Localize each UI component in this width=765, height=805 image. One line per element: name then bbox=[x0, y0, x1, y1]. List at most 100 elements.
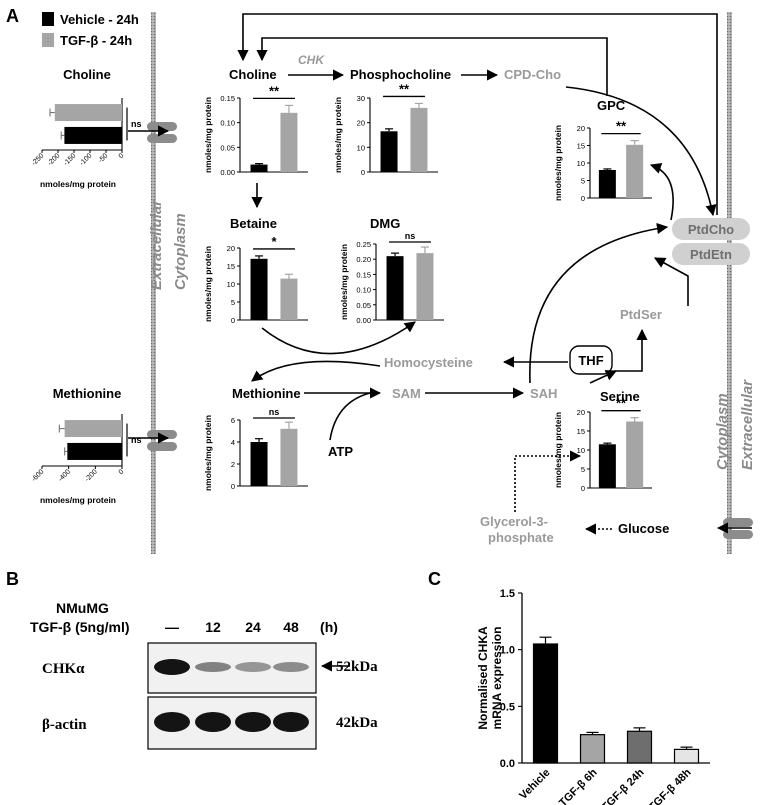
x-tick-label: 0 bbox=[118, 152, 126, 160]
y-axis-label: nmoles/mg protein bbox=[553, 125, 563, 201]
thf-box bbox=[569, 345, 613, 375]
y-tick-label: 0.05 bbox=[220, 143, 235, 152]
x-tick-label: TGF-β 24h bbox=[600, 766, 647, 805]
bar-2 bbox=[579, 734, 606, 764]
metabolite-betaine: Betaine bbox=[230, 216, 277, 231]
bar-1 bbox=[532, 643, 559, 764]
blot-lane-4: 48 bbox=[283, 619, 299, 635]
blot-size-chka: 52kDa bbox=[336, 659, 378, 675]
y-tick-label: 20 bbox=[577, 408, 585, 417]
arrow-betaine-dmg bbox=[261, 321, 416, 355]
metabolite-gpc: GPC bbox=[597, 98, 626, 113]
bar-tgfb bbox=[280, 428, 298, 486]
x-tick-label: -250 bbox=[31, 152, 46, 167]
bar-4 bbox=[673, 748, 700, 764]
significance-label: ** bbox=[616, 119, 627, 134]
x-axis-label: nmoles/mg protein bbox=[40, 495, 116, 505]
y-tick-label: 1.5 bbox=[500, 588, 515, 600]
metabolite-glycerol3p-line1: Glycerol-3- bbox=[480, 514, 548, 529]
y-axis-label: nmoles/mg protein bbox=[333, 97, 343, 173]
y-tick-label: 0.25 bbox=[356, 240, 371, 249]
x-tick-label: Vehicle bbox=[517, 767, 552, 802]
bar-tgfb bbox=[626, 144, 644, 198]
left-membrane bbox=[151, 12, 156, 554]
label-cytoplasm-right: Cytoplasm bbox=[714, 393, 731, 470]
blot-cell-line: NMuMG bbox=[56, 600, 109, 616]
y-tick-label: 0.15 bbox=[220, 94, 235, 103]
legend-swatch-tgfb bbox=[42, 33, 54, 47]
blot-lane-1: — bbox=[165, 619, 179, 635]
band-actin-lane-3 bbox=[235, 712, 271, 732]
y-tick-label: 0.00 bbox=[356, 316, 371, 325]
arrow-glucose-serine bbox=[514, 450, 582, 512]
transporter-glucose bbox=[723, 518, 753, 539]
blot-lane-2: 12 bbox=[205, 619, 221, 635]
y-axis-label: nmoles/mg protein bbox=[203, 97, 213, 173]
x-tick-label: -150 bbox=[63, 152, 78, 167]
y-axis-label: nmoles/mg protein bbox=[553, 412, 563, 488]
significance-label: ns bbox=[131, 435, 142, 445]
y-tick-label: 10 bbox=[577, 446, 585, 455]
significance-label: ** bbox=[269, 83, 280, 98]
title-methionine-extracellular: Methionine bbox=[53, 386, 122, 401]
bar-3 bbox=[626, 730, 653, 764]
y-tick-label: 0 bbox=[231, 316, 235, 325]
label-extracellular-right: Extracellular bbox=[739, 379, 756, 470]
metabolite-glycerol3p-line2: phosphate bbox=[488, 530, 554, 545]
y-tick-label: 20 bbox=[227, 244, 235, 253]
legend-label-vehicle: Vehicle - 24h bbox=[60, 12, 139, 27]
x-tick-label: -600 bbox=[31, 468, 46, 483]
y-tick-label: 0.20 bbox=[356, 255, 371, 264]
y-tick-label: 10 bbox=[577, 159, 585, 168]
arrow-ptdser-ptdetn bbox=[654, 257, 689, 306]
bar-tgfb bbox=[280, 278, 298, 320]
right-membrane bbox=[727, 12, 732, 554]
y-axis-label-line2: mRNA expression bbox=[490, 627, 504, 730]
band-actin-lane-4 bbox=[273, 712, 309, 732]
y-tick-label: 15 bbox=[577, 427, 585, 436]
band-chka-lane-1 bbox=[154, 659, 190, 675]
bar-vehicle bbox=[64, 126, 122, 144]
x-tick-label: TGF-β 6h bbox=[557, 766, 600, 805]
ptdcho-pill bbox=[672, 218, 750, 240]
x-tick-label: -200 bbox=[84, 468, 99, 483]
arrow-ptdcho-gpc bbox=[649, 163, 674, 221]
band-chka-lane-4 bbox=[273, 662, 309, 672]
arrow-gpc-choline bbox=[256, 37, 608, 96]
blot-size-actin: 42kDa bbox=[336, 715, 378, 731]
significance-label: ** bbox=[616, 396, 627, 411]
pathway-arrows bbox=[128, 13, 752, 535]
significance-label: ns bbox=[269, 407, 280, 417]
panel-label-a: A bbox=[6, 6, 19, 26]
bar-vehicle bbox=[250, 442, 268, 486]
y-tick-label: 0.0 bbox=[500, 758, 515, 770]
y-tick-label: 15 bbox=[577, 142, 585, 151]
western-blot: NMuMG TGF-β (5ng/ml) — 12 24 48 (h) CHKα… bbox=[30, 600, 378, 750]
arrow-serine-thf bbox=[589, 370, 618, 384]
y-tick-label: 30 bbox=[357, 94, 365, 103]
metabolite-glucose: Glucose bbox=[618, 521, 669, 536]
y-tick-label: 6 bbox=[231, 416, 235, 425]
x-tick-label: -200 bbox=[47, 152, 62, 167]
band-chka-lane-2 bbox=[195, 662, 231, 672]
arrow-ptdcho-choline-outer bbox=[237, 13, 718, 215]
arrow-sah-ptdcho bbox=[529, 222, 669, 384]
y-tick-label: 10 bbox=[357, 143, 365, 152]
bar-vehicle bbox=[250, 164, 268, 172]
enzyme-chk: CHK bbox=[298, 53, 325, 67]
y-tick-label: 0.5 bbox=[500, 701, 515, 713]
y-tick-label: 0.15 bbox=[356, 270, 371, 279]
bar-tgfb bbox=[626, 421, 644, 488]
blot-lane-3: 24 bbox=[245, 619, 261, 635]
y-tick-label: 10 bbox=[227, 280, 235, 289]
y-axis-label: nmoles/mg protein bbox=[339, 244, 349, 320]
